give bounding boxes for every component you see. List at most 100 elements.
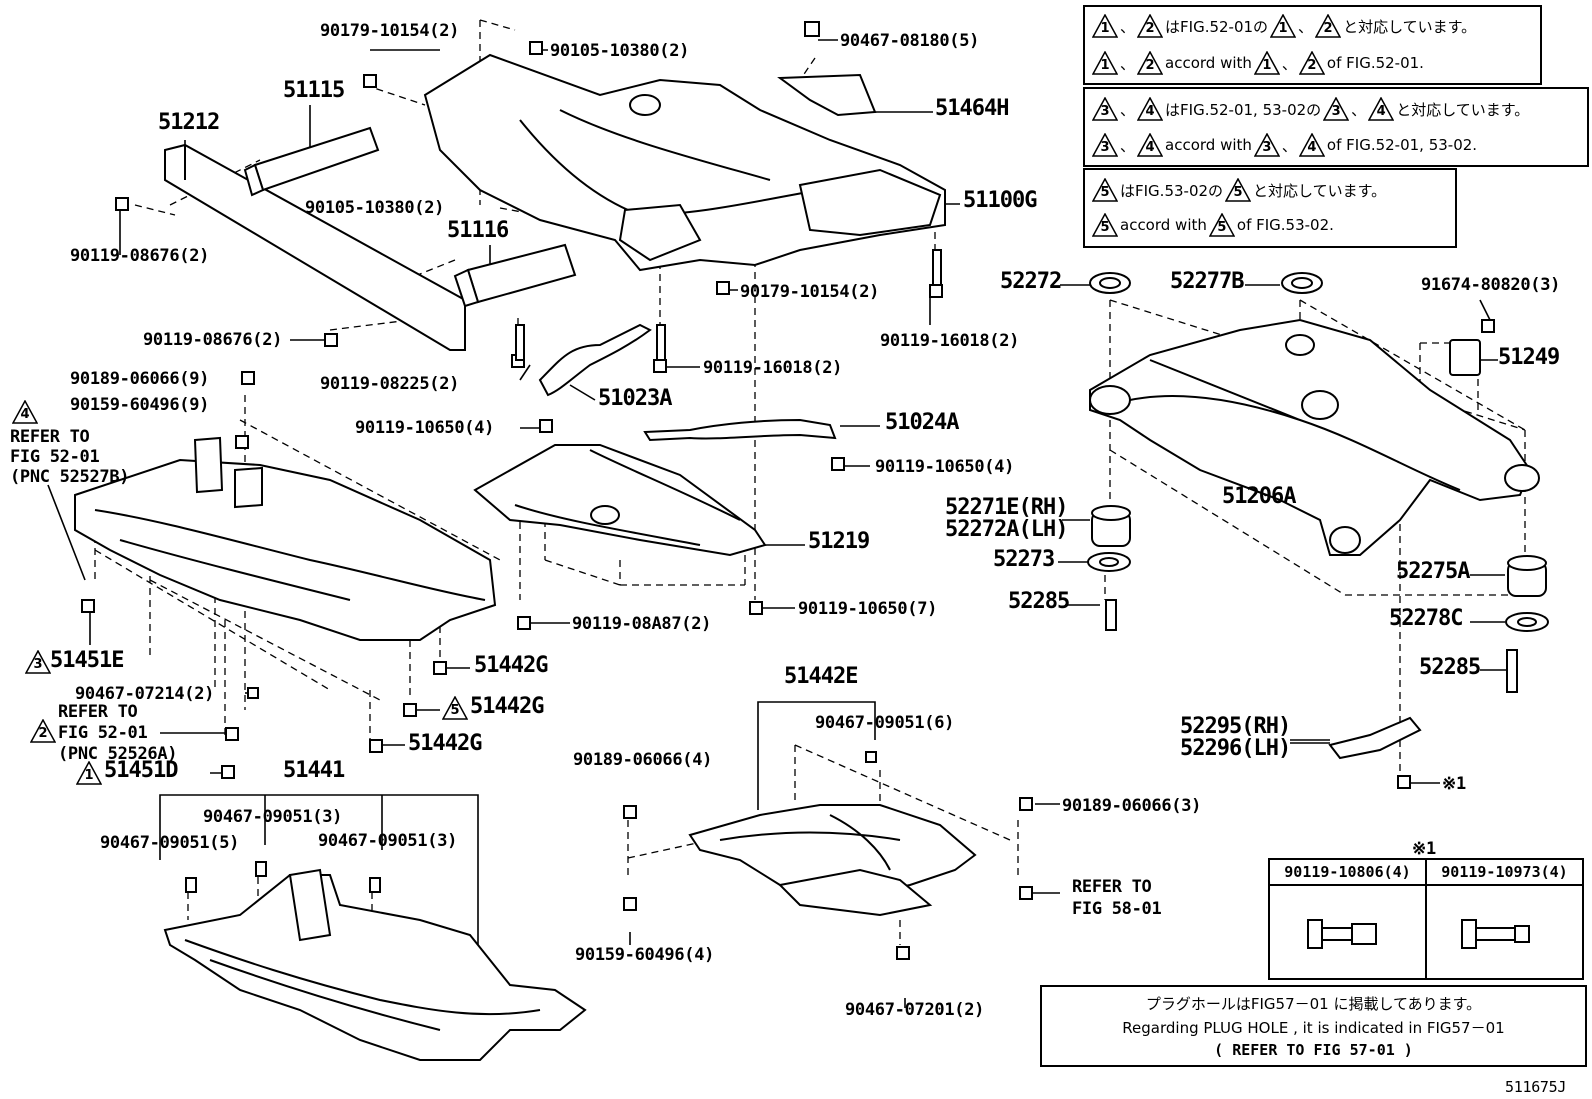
note-1-ja: 1 、 2 はFIG.52-01の 1 、 2 と対応しています。 xyxy=(1090,14,1476,38)
part-label: 90119-16018(2) xyxy=(880,331,1020,351)
note-box-3 xyxy=(1083,168,1457,248)
part-label: 90105-10380(2) xyxy=(550,41,690,61)
part-label: 51451E xyxy=(50,648,124,673)
plug-note-line-2: Regarding PLUG HOLE , it is indicated in… xyxy=(1122,1019,1505,1037)
ref-label: (PNC 52527B) xyxy=(10,467,130,487)
part-label: 90119-10650(4) xyxy=(875,457,1015,477)
warning-triangle-icon: 5 xyxy=(1208,213,1235,237)
warning-triangle-icon: 3 xyxy=(1092,97,1118,121)
ref-label: REFER TO xyxy=(10,427,90,447)
bolt-b-icon xyxy=(1425,884,1584,980)
part-label: 52295(RH) xyxy=(1180,714,1291,739)
marker-4-icon: 4 xyxy=(12,400,38,424)
part-label: ※1 xyxy=(1442,774,1466,794)
part-label: 52285 xyxy=(1008,589,1070,614)
plug-note-line-3: ( REFER TO FIG 57-01 ) xyxy=(1214,1041,1413,1059)
marker-5-icon: 5 xyxy=(442,696,468,720)
warning-triangle-icon: 1 xyxy=(1270,14,1297,38)
note-3-ja: 5 はFIG.53-02の 5 と対応しています。 xyxy=(1090,178,1386,202)
part-label: 52272 xyxy=(1000,269,1062,294)
part-label: 90467-08180(5) xyxy=(840,31,980,51)
ref-label: FIG 58-01 xyxy=(1072,899,1162,919)
ref-label: FIG 52-01 xyxy=(58,723,148,743)
part-label: 90467-09051(5) xyxy=(100,833,240,853)
figure-code: 511675J xyxy=(1505,1078,1567,1096)
note-1-en: 1 、 2 accord with 1 、 2 of FIG.52-01. xyxy=(1090,51,1424,75)
warning-triangle-icon: 4 xyxy=(1137,97,1164,121)
part-label: 90467-09051(3) xyxy=(318,831,458,851)
ref-label: FIG 52-01 xyxy=(10,447,100,467)
part-label: 90119-08676(2) xyxy=(70,246,210,266)
part-label: 90467-07214(2) xyxy=(75,684,215,704)
part-label: 52272A(LH) xyxy=(945,517,1068,542)
x1-table-title: ※1 xyxy=(1412,839,1436,859)
note-2-en: 3 、 4 accord with 3 、 4 of FIG.52-01, 53… xyxy=(1090,133,1477,157)
warning-triangle-icon: 2 xyxy=(1137,14,1164,38)
part-label: 90119-10650(4) xyxy=(355,418,495,438)
marker-3-icon: 3 xyxy=(25,650,51,674)
part-label: 51024A xyxy=(885,410,959,435)
part-label: 90189-06066(3) xyxy=(1062,796,1202,816)
part-label: 52296(LH) xyxy=(1180,736,1291,761)
part-label: 52273 xyxy=(993,547,1055,572)
warning-triangle-icon: 3 xyxy=(1253,133,1280,157)
part-label: 90119-08A87(2) xyxy=(572,614,712,634)
part-label: 51206A xyxy=(1222,484,1296,509)
ref-label: REFER TO xyxy=(58,702,138,722)
warning-triangle-icon: 5 xyxy=(1092,213,1118,237)
part-label: 90189-06066(4) xyxy=(573,750,713,770)
part-label: 90119-16018(2) xyxy=(703,358,843,378)
part-label: 51115 xyxy=(283,78,345,103)
warning-triangle-icon: 5 xyxy=(1225,178,1252,202)
part-label: 52278C xyxy=(1389,606,1463,631)
warning-triangle-icon: 4 xyxy=(1368,97,1395,121)
part-label: 51451D xyxy=(104,758,178,783)
note-2-ja: 3 、 4 はFIG.52-01, 53-02の 3 、 4 と対応しています。 xyxy=(1090,97,1529,121)
warning-triangle-icon: 5 xyxy=(1092,178,1118,202)
part-label: 90467-09051(6) xyxy=(815,713,955,733)
part-label: 51249 xyxy=(1498,345,1560,370)
part-label: 52271E(RH) xyxy=(945,495,1068,520)
part-label: 52275A xyxy=(1396,559,1470,584)
part-label: 51442G xyxy=(474,653,548,678)
part-label: 90189-06066(9) xyxy=(70,369,210,389)
part-label: 90159-60496(9) xyxy=(70,395,210,415)
plug-note-line-1: プラグホールはFIG57－01 に掲載してあります。 xyxy=(1145,995,1482,1013)
marker-2-icon: 2 xyxy=(30,719,56,743)
part-label: 51464H xyxy=(935,96,1009,121)
part-label: 90159-60496(4) xyxy=(575,945,715,965)
warning-triangle-icon: 1 xyxy=(1092,14,1118,38)
part-label: 90179-10154(2) xyxy=(320,21,460,41)
part-label: 51116 xyxy=(447,218,509,243)
ref-label: REFER TO xyxy=(1072,877,1152,897)
warning-triangle-icon: 4 xyxy=(1298,133,1325,157)
part-label: 91674-80820(3) xyxy=(1421,275,1561,295)
warning-triangle-icon: 2 xyxy=(1315,14,1342,38)
warning-triangle-icon: 3 xyxy=(1323,97,1350,121)
warning-triangle-icon: 1 xyxy=(1253,51,1280,75)
part-label: 51100G xyxy=(963,188,1037,213)
part-label: 90105-10380(2) xyxy=(305,198,445,218)
warning-triangle-icon: 2 xyxy=(1137,51,1164,75)
marker-1-icon: 1 xyxy=(76,761,102,785)
part-label: 51212 xyxy=(158,110,220,135)
x1-col-2-header: 90119-10973(4) xyxy=(1425,858,1584,886)
x1-table: 90119-10806(4) 90119-10973(4) xyxy=(1268,858,1584,980)
ref-label: (PNC 52526A) xyxy=(58,744,178,764)
part-label: 90119-10650(7) xyxy=(798,599,938,619)
part-label: 51023A xyxy=(598,386,672,411)
part-label: 51442G xyxy=(408,731,482,756)
part-label: 51219 xyxy=(808,529,870,554)
part-label: 51442E xyxy=(784,664,858,689)
warning-triangle-icon: 4 xyxy=(1137,133,1164,157)
part-label: 51442G xyxy=(470,694,544,719)
part-label: 90467-07201(2) xyxy=(845,1000,985,1020)
part-label: 90179-10154(2) xyxy=(740,282,880,302)
part-label: 90119-08676(2) xyxy=(143,330,283,350)
part-label: 52277B xyxy=(1170,269,1244,294)
plug-hole-note: プラグホールはFIG57－01 に掲載してあります。 Regarding PLU… xyxy=(1040,985,1587,1067)
bolt-a-icon xyxy=(1268,884,1427,980)
part-label: 51441 xyxy=(283,758,345,783)
part-label: 52285 xyxy=(1419,655,1481,680)
